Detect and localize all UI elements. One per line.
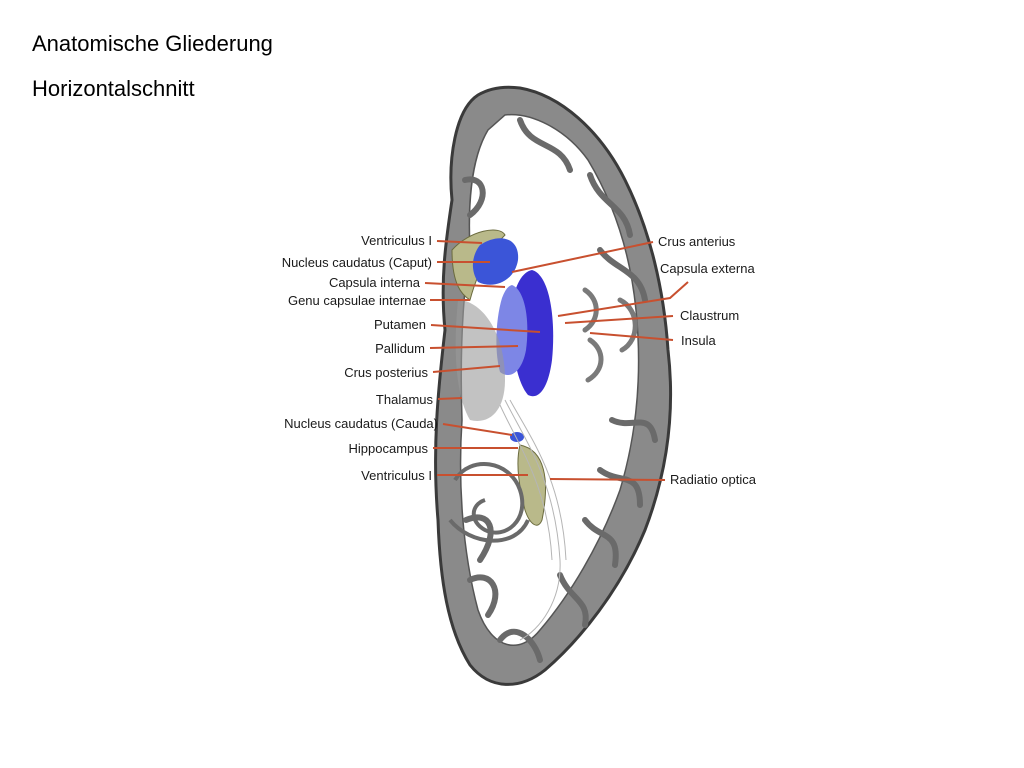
leader-capsula-externa: [557, 281, 689, 317]
slide-title: Anatomische Gliederung: [32, 31, 273, 56]
ventricle-posterior: [517, 444, 547, 526]
left-labels: Ventriculus I Nucleus caudatus (Caput) C…: [282, 233, 438, 483]
label-pallidum: Pallidum: [375, 341, 425, 356]
leader-thalamus: [437, 397, 463, 400]
label-nucleus-caudatus-cauda: Nucleus caudatus (Cauda): [284, 416, 438, 431]
hippocampus-shape: [448, 462, 530, 543]
leader-lines: [424, 240, 689, 481]
leader-capsula-interna: [424, 282, 506, 288]
right-labels: Crus anterius Capsula externa Claustrum …: [658, 234, 757, 487]
optic-radiation: [499, 399, 567, 641]
leader-crus-posterius: [432, 365, 501, 373]
label-crus-anterius: Crus anterius: [658, 234, 736, 249]
leader-crus-anterius: [511, 241, 654, 273]
label-thalamus: Thalamus: [376, 392, 434, 407]
label-claustrum: Claustrum: [680, 308, 739, 323]
leader-claustrum: [564, 315, 674, 324]
caudate-nucleus-tail: [510, 432, 524, 442]
leader-ventriculus-1-top: [436, 240, 483, 244]
label-crus-posterius: Crus posterius: [344, 365, 428, 380]
label-putamen: Putamen: [374, 317, 426, 332]
label-radiatio-optica: Radiatio optica: [670, 472, 757, 487]
leader-insula: [589, 332, 674, 341]
gyri-folds: [462, 117, 658, 663]
label-ventriculus-1-top: Ventriculus I: [361, 233, 432, 248]
label-genu-capsulae-internae: Genu capsulae internae: [288, 293, 426, 308]
label-capsula-externa: Capsula externa: [660, 261, 755, 276]
leader-pallidum: [429, 345, 519, 349]
leader-radiatio-optica: [549, 478, 666, 481]
leader-putamen: [430, 324, 541, 333]
thalamus-region: [455, 300, 505, 421]
label-insula: Insula: [681, 333, 716, 348]
label-ventriculus-1-bottom: Ventriculus I: [361, 468, 432, 483]
label-capsula-interna: Capsula interna: [329, 275, 421, 290]
label-nucleus-caudatus-caput: Nucleus caudatus (Caput): [282, 255, 432, 270]
slide-subtitle: Horizontalschnitt: [32, 76, 195, 101]
leader-nucleus-caudatus-cauda: [442, 423, 513, 436]
label-hippocampus: Hippocampus: [349, 441, 429, 456]
caudate-nucleus-head: [472, 238, 519, 285]
